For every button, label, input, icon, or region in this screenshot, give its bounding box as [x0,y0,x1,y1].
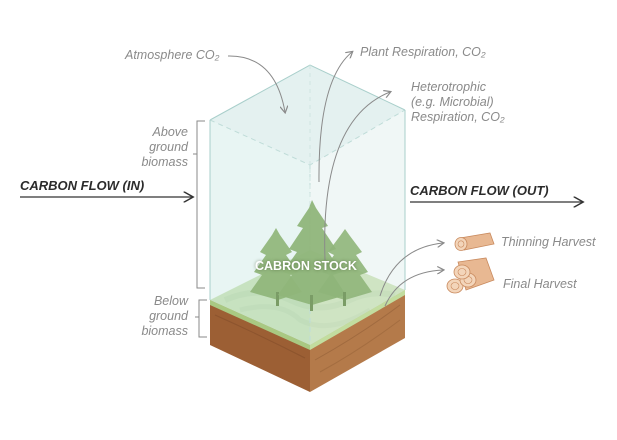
below-ground-label: Below ground biomass [128,294,188,339]
heterotrophic-label: Heterotrophic (e.g. Microbial) Respirati… [411,80,505,125]
below-ground-line-2: ground [149,309,188,323]
above-ground-bracket [193,120,205,289]
atmosphere-arrow [227,55,285,112]
soil-block [210,290,405,392]
below-ground-bracket [195,299,207,338]
thinning-harvest-label: Thinning Harvest [501,235,596,249]
atmosphere-label: Atmosphere CO₂ [125,48,220,62]
below-ground-line-3: biomass [141,324,188,338]
above-ground-line-3: biomass [141,155,188,169]
log-pile-icon [446,257,495,294]
above-ground-line-1: Above [152,125,188,139]
heterotrophic-line-3: Respiration, CO₂ [411,110,505,124]
plant-respiration-label: Plant Respiration, CO₂ [360,45,486,59]
above-ground-label: Above ground biomass [128,125,188,170]
above-ground-line-2: ground [149,140,188,154]
heterotrophic-line-2: (e.g. Microbial) [411,95,494,109]
final-harvest-arrow [384,270,443,307]
carbon-flow-in-label: CARBON FLOW (IN) [20,178,145,193]
heterotrophic-line-1: Heterotrophic [411,80,487,94]
heterotrophic-arrow [324,92,390,261]
tree-icon [250,200,372,311]
thinning-harvest-arrow [379,243,443,297]
plant-respiration-arrow [318,52,352,183]
below-ground-line-1: Below [153,294,188,308]
log-icon [454,232,495,251]
carbon-stock-label: CABRON STOCK [255,259,357,273]
final-harvest-label: Final Harvest [503,277,577,291]
carbon-flow-out-label: CARBON FLOW (OUT) [410,183,549,198]
